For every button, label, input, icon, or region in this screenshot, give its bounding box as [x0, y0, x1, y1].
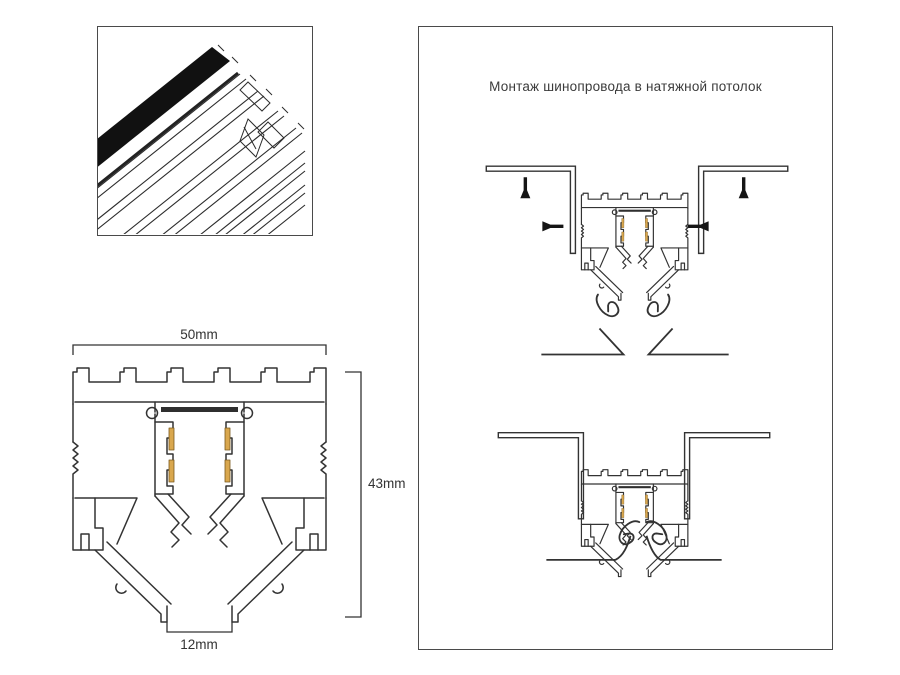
installation-diagrams — [485, 165, 789, 649]
screw-icon — [738, 177, 749, 199]
installation-panel: Монтаж шинопровода в натяжной потолок — [418, 26, 833, 650]
stretch-ceiling-membrane-left — [541, 327, 626, 356]
screw-icon — [542, 221, 564, 232]
stretch-ceiling-membrane-right — [645, 535, 722, 561]
panel-title: Монтаж шинопровода в натяжной потолок — [489, 79, 762, 94]
stretch-ceiling-membrane-right — [646, 327, 729, 356]
ceiling-angle-bracket-right — [697, 165, 789, 255]
harpoon-clip-icon — [643, 288, 675, 322]
isometric-view-frame — [97, 26, 313, 236]
profile-cross-section — [73, 368, 326, 622]
profile-isometric-drawing — [98, 44, 306, 235]
cross-section-drawing: 50mm 43mm 12mm — [60, 325, 420, 655]
dim-12mm-label: 12mm — [180, 637, 218, 652]
dim-bracket-bottom — [166, 622, 233, 633]
screw-icon — [520, 177, 531, 199]
ceiling-angle-bracket-left — [497, 431, 585, 520]
installed-mounting-diagram — [497, 431, 771, 577]
ceiling-angle-bracket-left — [485, 165, 577, 255]
exploded-mounting-diagram — [485, 165, 789, 356]
dim-50mm-label: 50mm — [180, 327, 218, 342]
track-profile-section — [581, 193, 687, 300]
stretch-ceiling-membrane-left — [546, 535, 632, 561]
harpoon-clip-icon — [591, 288, 623, 322]
dim-bracket-right — [345, 371, 362, 618]
profile-slot-band — [98, 47, 230, 167]
ceiling-angle-bracket-right — [683, 431, 771, 520]
profile-end-face — [217, 44, 305, 158]
dim-43mm-label: 43mm — [368, 476, 406, 491]
dim-bracket-top — [72, 344, 327, 355]
